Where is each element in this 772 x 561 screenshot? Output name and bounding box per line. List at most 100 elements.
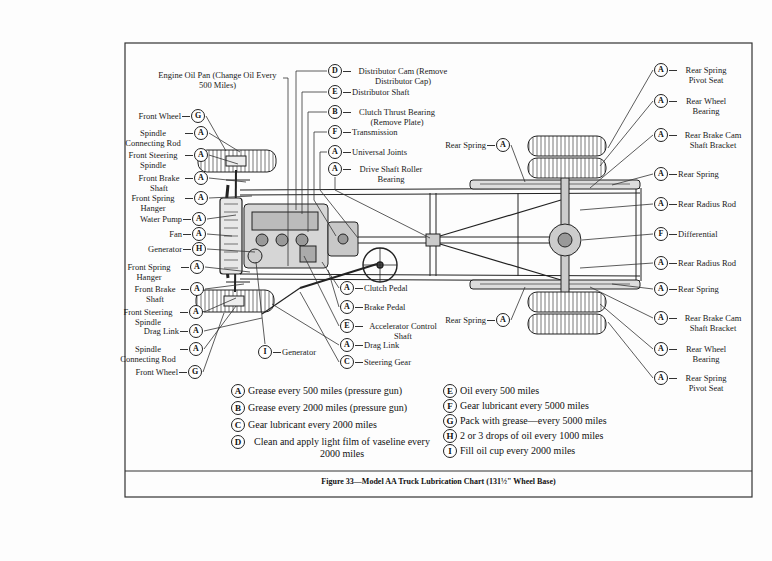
callout-letter: G	[188, 365, 202, 379]
legend-letter: D	[231, 435, 245, 449]
leader-dash	[355, 307, 363, 308]
leader-lines-part	[612, 284, 653, 289]
callout-letter: A	[340, 300, 354, 314]
frame-rails	[240, 188, 641, 281]
leader-dash	[343, 132, 351, 133]
callout-letter: A	[654, 167, 668, 181]
callout: Rear Wheel BearingA	[654, 94, 668, 108]
part-label: Drag Link	[144, 326, 179, 336]
callout-letter: A	[194, 148, 208, 162]
callout-letter: A	[190, 282, 204, 296]
leader-dash	[355, 326, 363, 327]
leader-dash	[355, 345, 363, 346]
callout-letter: A	[654, 282, 668, 296]
rear-dual-wheels-part	[528, 158, 606, 178]
part-label: Engine Oil Pan (Change Oil Every 500 Mil…	[155, 70, 280, 90]
drive-shaft-part	[358, 237, 551, 238]
part-label: Generator	[148, 244, 182, 254]
part-label: Front Wheel	[135, 367, 178, 377]
leader-lines-part	[304, 256, 339, 326]
leader-dash	[180, 331, 188, 332]
part-label: Clutch Thrust Bearing (Remove Plate)	[352, 107, 442, 127]
leader-dash	[669, 318, 677, 319]
leader-lines-part	[209, 155, 238, 164]
leader-dash	[669, 135, 677, 136]
callout: Drag LinkA	[340, 338, 354, 352]
callout: Front Steering SpindleA	[189, 305, 203, 319]
leader-lines-part	[204, 298, 236, 312]
leader-lines-part	[283, 78, 288, 266]
leader-dash	[185, 133, 193, 134]
leader-lines-part	[612, 174, 653, 185]
drive-shaft	[358, 234, 551, 246]
engine-part	[276, 234, 288, 246]
callout-letter: A	[192, 212, 206, 226]
callout: Rear Spring Pivot SeatA	[654, 63, 668, 77]
leader-dash	[185, 198, 193, 199]
callout-letter: E	[340, 319, 354, 333]
part-label: Rear Spring	[678, 284, 719, 294]
callout: Front Brake ShaftA	[194, 171, 208, 185]
frame-part	[125, 43, 752, 497]
callout: Rear Spring Pivot SeatA	[654, 371, 668, 385]
part-label: Differential	[678, 229, 718, 239]
callout-letter: A	[189, 342, 203, 356]
leader-lines-part	[320, 152, 358, 238]
part-label: Rear Spring	[678, 169, 719, 179]
engine-part	[300, 246, 316, 262]
leader-lines-part	[600, 101, 653, 166]
part-label: Rear Wheel Bearing	[678, 96, 734, 116]
legend-text: Gear lubricant every 2000 miles	[248, 419, 377, 431]
callout: Brake PedalA	[340, 300, 354, 314]
leader-dash	[669, 174, 677, 175]
part-label: Generator	[282, 347, 316, 357]
part-label: Water Pump	[140, 214, 182, 224]
leader-lines-part	[580, 263, 653, 268]
leader-lines-part	[511, 287, 525, 320]
leader-lines-part	[582, 234, 653, 240]
leader-dash	[180, 312, 188, 313]
front-wheels-part	[196, 290, 274, 312]
leader-lines-part	[580, 204, 653, 210]
frame-part	[125, 470, 752, 471]
figure-caption: Figure 33—Model AA Truck Lubrication Cha…	[125, 477, 752, 487]
leader-dash	[487, 145, 495, 146]
front-wheels-part	[198, 150, 276, 172]
part-label: Fan	[169, 229, 182, 239]
leader-dash	[182, 116, 190, 117]
front-axle-part	[226, 282, 250, 283]
part-label: Drive Shaft Roller Bearing	[352, 164, 430, 184]
leader-lines-part	[209, 133, 240, 152]
leader-dash	[669, 349, 677, 350]
rear-dual-wheels-part	[528, 314, 606, 334]
legend-text: Gear lubricant every 5000 miles	[460, 400, 589, 412]
leader-dash	[181, 267, 189, 268]
leader-lines-part	[209, 196, 252, 198]
part-label: Drag Link	[364, 340, 399, 350]
part-label: Distributor Shaft	[352, 87, 409, 97]
part-label: Steering Gear	[364, 357, 411, 367]
callout: Rear Brake Cam Shaft BracketA	[654, 311, 668, 325]
part-label: Front Brake Shaft	[134, 173, 184, 193]
leader-dash	[185, 178, 193, 179]
steering-wheel-part	[363, 265, 397, 266]
frame-rails-part	[641, 188, 642, 281]
callout-letter: A	[654, 311, 668, 325]
callout: Steering GearC	[340, 355, 354, 369]
callout: Clutch PedalA	[340, 281, 354, 295]
leader-lines-part	[608, 322, 653, 378]
part-label: Front Steering Spindle	[117, 307, 179, 327]
leader-dash	[273, 352, 281, 353]
callout-letter: F	[654, 227, 668, 241]
part-label: Rear Brake Cam Shaft Bracket	[678, 130, 748, 150]
callout: Front Steering SpindleA	[194, 148, 208, 162]
radius-rods-part	[440, 244, 561, 280]
legend-text: Grease every 2000 miles (pressure gun)	[248, 402, 407, 414]
rear-dual-wheels-part	[528, 292, 606, 312]
leader-lines-part	[207, 249, 255, 252]
legend-text: Fill oil cup every 2000 miles	[460, 445, 575, 457]
leader-dash	[669, 378, 677, 379]
part-label: Rear Spring	[445, 315, 486, 325]
leader-dash	[181, 289, 189, 290]
callout: Rear Brake Cam Shaft BracketA	[654, 128, 668, 142]
